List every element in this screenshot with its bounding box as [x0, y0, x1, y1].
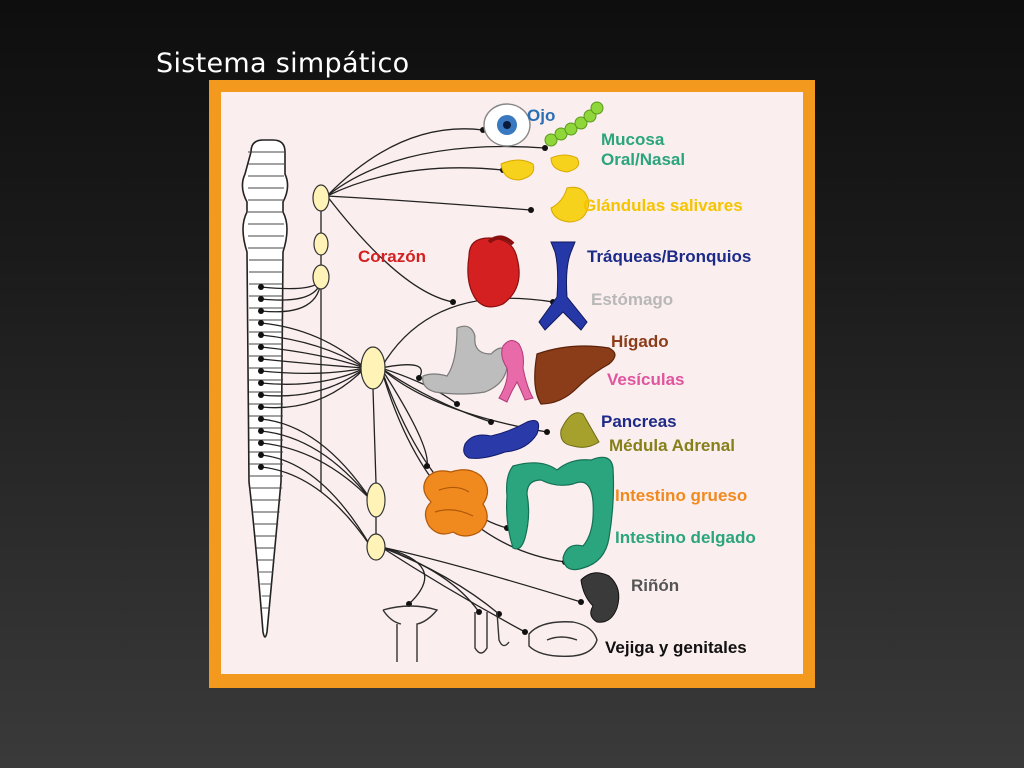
- large-intestine-organ: [506, 456, 615, 571]
- liver-organ: [534, 345, 616, 405]
- pancreas-organ: [463, 420, 540, 459]
- nerve-fibers: [260, 128, 582, 633]
- adrenal-organ: [560, 412, 600, 448]
- label-ojo: Ojo: [527, 106, 556, 125]
- kidney-organ: [580, 572, 620, 623]
- label-glandulas: Glándulas salivares: [583, 196, 743, 215]
- heart-organ: [467, 235, 520, 308]
- label-vesiculas: Vesículas: [607, 370, 685, 389]
- small-intestine-organ: [423, 469, 489, 537]
- diagram-panel: Ojo Mucosa Oral/Nasal Glándulas salivare…: [221, 92, 803, 674]
- label-vejiga: Vejiga y genitales: [605, 638, 747, 657]
- label-mucosa-line1: Mucosa: [601, 130, 665, 149]
- label-mucosa-line2: Oral/Nasal: [601, 150, 686, 169]
- label-higado: Hígado: [611, 332, 669, 351]
- mucosa-organ: [544, 101, 604, 147]
- label-intestino-grueso: Intestino grueso: [615, 486, 748, 505]
- nerve-endings: [258, 127, 584, 635]
- label-intestino-delgado: Intestino delgado: [615, 528, 756, 547]
- label-corazon: Corazón: [358, 247, 426, 266]
- gallbladder-organ: [498, 340, 534, 403]
- spinal-cord: [241, 139, 289, 638]
- sympathetic-diagram: [241, 101, 620, 662]
- label-medula: Médula Adrenal: [609, 436, 735, 455]
- label-traqueas: Tráqueas/Bronquios: [587, 247, 752, 266]
- slide-title: Sistema simpático: [156, 48, 410, 79]
- genitals-organ: [382, 605, 598, 662]
- salivary-glands-organ: [500, 154, 590, 223]
- diagram-frame: Ojo Mucosa Oral/Nasal Glándulas salivare…: [209, 80, 815, 688]
- trachea-organ: [538, 241, 588, 331]
- stomach-organ: [422, 325, 509, 395]
- label-rinon: Riñón: [631, 576, 680, 595]
- label-pancreas: Pancreas: [601, 412, 677, 431]
- ganglia: [312, 184, 386, 561]
- label-estomago: Estómago: [591, 290, 674, 309]
- eye-organ: [483, 103, 531, 147]
